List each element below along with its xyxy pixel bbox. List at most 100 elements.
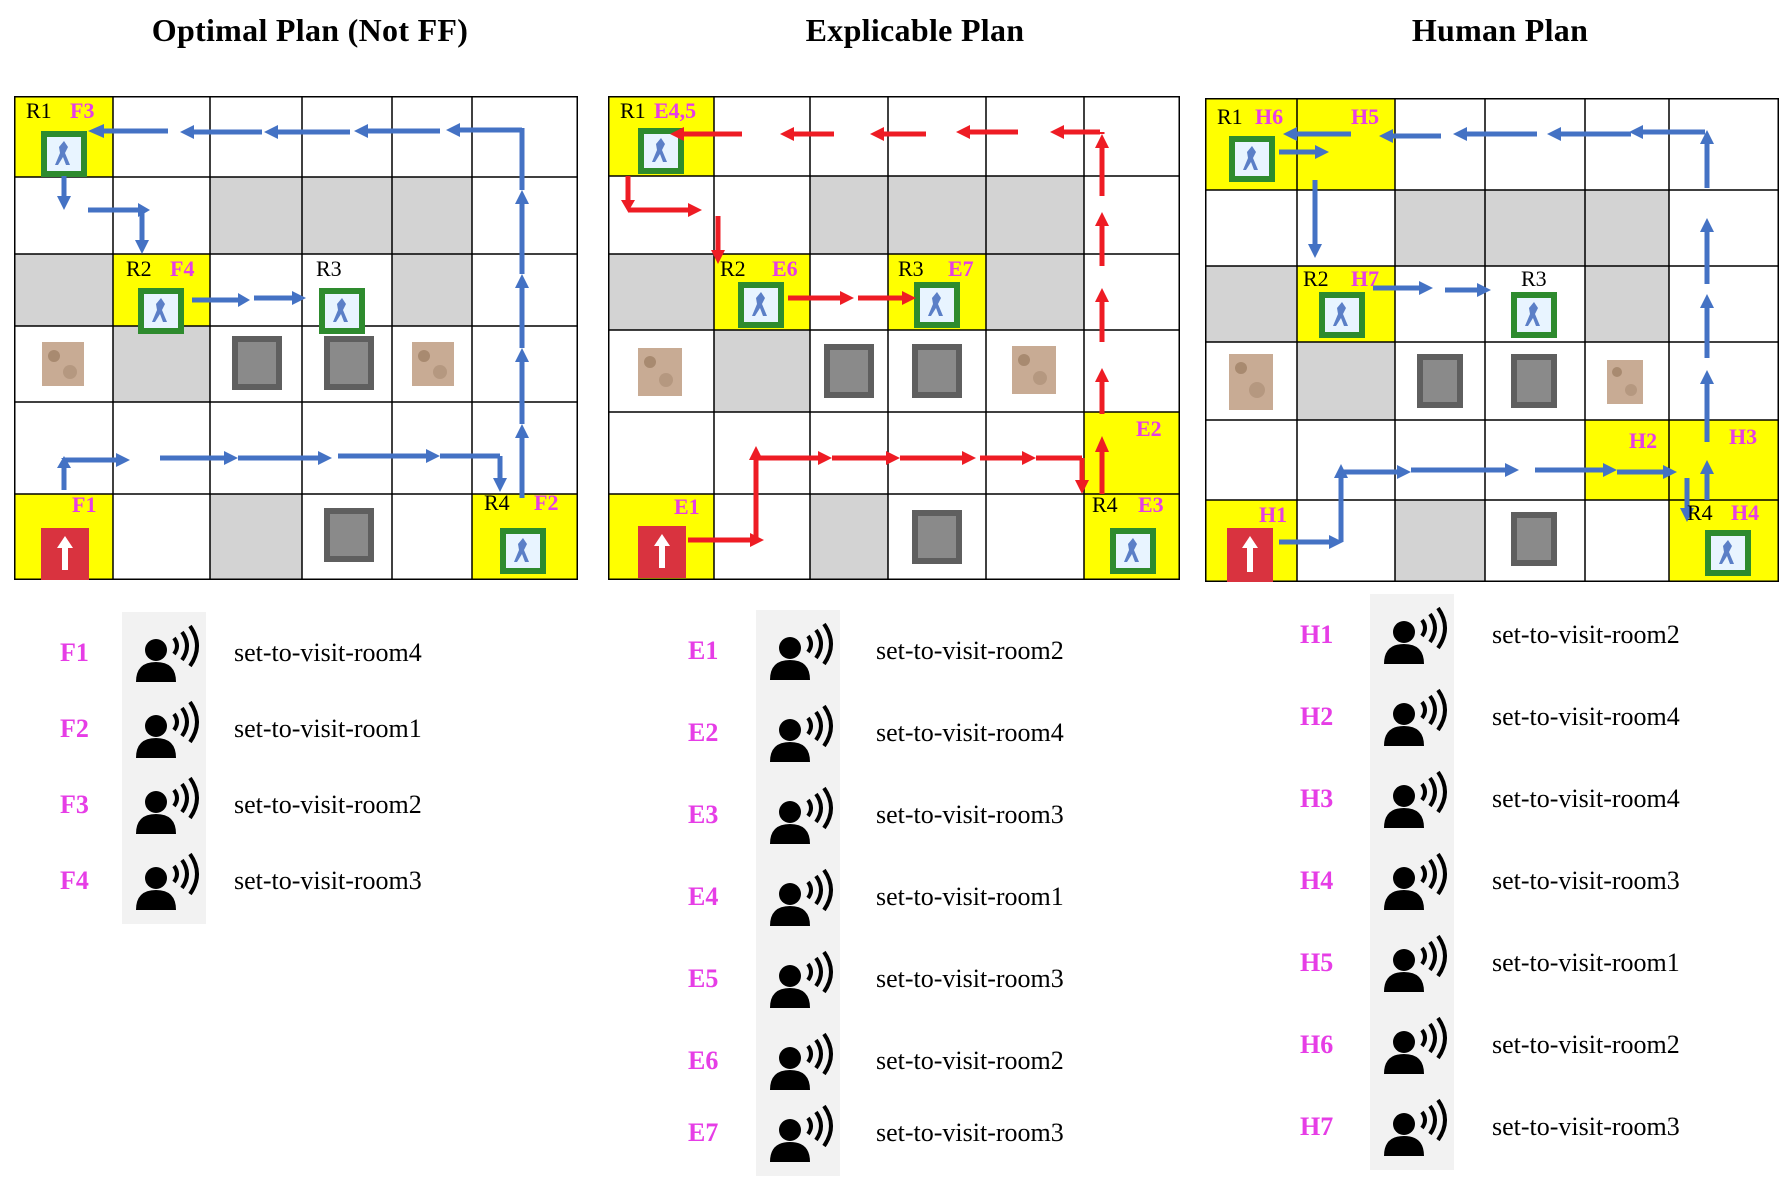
step-marker: E1 — [674, 494, 700, 519]
grid-lines — [1205, 98, 1779, 582]
legend-step-label: F1 — [60, 638, 89, 667]
optimal-path-arrows — [57, 123, 529, 498]
step-marker: H6 — [1255, 104, 1283, 129]
explicable-path-arrows — [621, 125, 1109, 547]
wall-cell — [210, 494, 302, 580]
speak-icon — [756, 610, 840, 694]
legend-action-text: set-to-visit-room3 — [234, 866, 422, 895]
legend-row: H1 set-to-visit-room2 — [1200, 594, 1788, 678]
legend-step-label: E4 — [688, 882, 719, 911]
step-marker: H7 — [1351, 266, 1379, 291]
panel-title: Human Plan — [1411, 12, 1589, 48]
start-arrow-icon — [1227, 528, 1273, 582]
legend-action-text: set-to-visit-room2 — [1492, 620, 1680, 649]
legend-row: F4 set-to-visit-room3 — [0, 840, 600, 924]
wall-cell — [1585, 266, 1669, 342]
room-name: R3 — [316, 256, 342, 281]
legend-step-label: F3 — [60, 790, 89, 819]
rubble-icon — [1607, 360, 1643, 404]
panel-explicable: Explicable Plan — [600, 0, 1200, 1178]
legend-action-text: set-to-visit-room2 — [1492, 1030, 1680, 1059]
victim-icon — [1229, 136, 1275, 182]
step-marker: E6 — [772, 256, 798, 281]
legend-row: H2 set-to-visit-room4 — [1200, 676, 1788, 760]
rubble-icon — [42, 342, 84, 386]
legend-step-label: H6 — [1300, 1030, 1334, 1059]
grid-map: R1 R2 R3 R4 F3 F4 F2 F1 — [14, 96, 578, 580]
grid-svg: R1 R2 R3 R4 F3 F4 F2 F1 — [14, 96, 578, 580]
start-arrow-icon — [41, 528, 89, 580]
victim-icon — [138, 288, 184, 334]
step-marker: F4 — [170, 256, 194, 281]
victim-icon — [1705, 530, 1751, 576]
victim-icon — [1110, 528, 1156, 574]
legend-step-label: E3 — [688, 800, 719, 829]
room-name: R4 — [1092, 492, 1118, 517]
room-name: R1 — [1217, 104, 1243, 129]
legend-step-label: E2 — [688, 718, 719, 747]
legend-row: F3 set-to-visit-room2 — [0, 764, 600, 848]
room-name: R3 — [898, 256, 924, 281]
wall-cell — [1395, 500, 1485, 582]
victim-icon — [738, 282, 784, 328]
legend-action-text: set-to-visit-room3 — [1492, 1112, 1680, 1141]
step-marker: H1 — [1259, 502, 1287, 527]
speak-icon — [1370, 1004, 1454, 1088]
speak-icon — [756, 774, 840, 858]
legend-action-text: set-to-visit-room3 — [876, 800, 1064, 829]
wall-cell — [888, 176, 986, 254]
legend-row: H4 set-to-visit-room3 — [1200, 840, 1788, 924]
block-icon — [324, 508, 374, 562]
legend-step-label: E7 — [688, 1118, 719, 1147]
legend-action-text: set-to-visit-room4 — [1492, 702, 1680, 731]
speak-icon — [756, 856, 840, 940]
rubble-icon — [1012, 346, 1056, 394]
start-arrow-icon — [638, 526, 686, 578]
step-marker: F2 — [534, 490, 558, 515]
speak-icon — [1370, 922, 1454, 1006]
legend-row: E4 set-to-visit-room1 — [600, 856, 1200, 940]
legend-action-text: set-to-visit-room3 — [876, 1118, 1064, 1147]
wall-cell — [714, 330, 810, 412]
wall-cell — [1297, 342, 1395, 420]
grid-svg: R1 R2 R3 R4 H6 H7 H4 H1 H2 H3 H5 — [1205, 98, 1779, 582]
legend-row: E2 set-to-visit-room4 — [600, 692, 1200, 776]
wall-cell — [810, 176, 888, 254]
block-icon — [912, 344, 962, 398]
legend-action-text: set-to-visit-room2 — [234, 790, 422, 819]
speak-icon — [122, 612, 206, 696]
speak-icon — [122, 688, 206, 772]
grid-lines — [14, 96, 578, 580]
legend-step-label: E6 — [688, 1046, 719, 1075]
room-r4-top-fill — [1585, 420, 1779, 500]
speak-icon — [1370, 676, 1454, 760]
step-marker: E4,5 — [654, 98, 696, 123]
speak-icon — [122, 840, 206, 924]
block-icon — [324, 336, 374, 390]
legend-row: E6 set-to-visit-room2 — [600, 1020, 1200, 1104]
step-marker: F3 — [70, 98, 94, 123]
wall-cell — [810, 494, 888, 580]
speak-icon — [756, 1020, 840, 1104]
speak-icon — [756, 1092, 840, 1176]
legend-row: H6 set-to-visit-room2 — [1200, 1004, 1788, 1088]
legend-step-label: E5 — [688, 964, 719, 993]
legend-action-text: set-to-visit-room1 — [234, 714, 422, 743]
legend-step-label: H5 — [1300, 948, 1334, 977]
legend-action-text: set-to-visit-room3 — [876, 964, 1064, 993]
room-name: R2 — [720, 256, 746, 281]
victim-icon — [1511, 292, 1557, 338]
wall-cell — [1205, 266, 1297, 342]
block-icon — [232, 336, 282, 390]
legend-action-text: set-to-visit-room2 — [876, 1046, 1064, 1075]
panel-title: Explicable Plan — [805, 12, 1025, 48]
block-icon — [912, 510, 962, 564]
victim-icon — [41, 131, 87, 177]
panel-title: Optimal Plan (Not FF) — [151, 12, 469, 48]
speak-icon — [756, 938, 840, 1022]
rubble-icon — [412, 342, 454, 386]
block-icon — [1417, 354, 1463, 408]
legend-action-text: set-to-visit-room1 — [876, 882, 1064, 911]
legend-step-label: H4 — [1300, 866, 1334, 895]
legend-row: E7 set-to-visit-room3 — [600, 1092, 1200, 1176]
